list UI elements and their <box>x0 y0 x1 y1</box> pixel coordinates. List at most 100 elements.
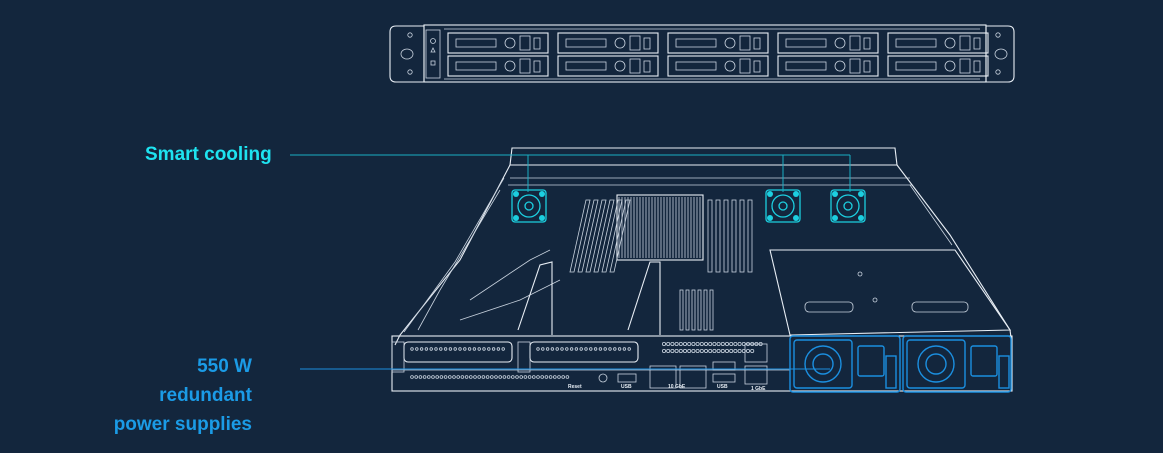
eject-icon <box>614 60 626 72</box>
vent-hole <box>569 347 574 351</box>
vent-hole <box>418 375 423 379</box>
vent-hole <box>584 347 588 351</box>
power-supply-label-line-2: redundant <box>159 385 252 406</box>
vent-hole <box>536 347 540 351</box>
vent-hole <box>489 375 494 379</box>
vent-hole <box>448 347 453 351</box>
vent-hole <box>737 348 742 353</box>
vent-hole <box>431 375 435 379</box>
dimm <box>747 199 753 273</box>
vent-hole <box>468 375 473 379</box>
drive-bay <box>777 55 879 77</box>
vent-hole <box>496 347 501 351</box>
vent-hole <box>574 347 579 351</box>
dimm <box>569 199 591 273</box>
vent-hole <box>750 348 755 353</box>
vent-hole <box>414 375 419 379</box>
vent-hole <box>687 348 692 353</box>
vent-hole <box>678 341 683 346</box>
vent-hole <box>729 341 734 346</box>
vent-hole <box>691 348 696 353</box>
rear-vents <box>410 341 763 379</box>
vent-hole <box>579 347 583 351</box>
vent-hole <box>741 348 746 353</box>
fan-icon <box>765 189 801 223</box>
vent-hole <box>720 348 725 353</box>
heatsink-fins <box>618 197 701 258</box>
vent-hole <box>716 348 721 353</box>
dimm <box>685 289 690 331</box>
eject-icon <box>834 37 846 49</box>
vent-hole <box>589 347 593 351</box>
dimm <box>577 199 599 273</box>
vent-hole <box>704 348 709 353</box>
vent-hole <box>666 348 671 353</box>
vent-hole <box>415 347 419 351</box>
vent-hole <box>720 341 725 346</box>
vent-hole <box>519 375 523 379</box>
vent-hole <box>491 347 496 351</box>
drive-bay <box>447 32 549 54</box>
vent-hole <box>695 341 700 346</box>
eject-icon <box>724 37 736 49</box>
vent-hole <box>502 375 507 379</box>
vent-hole <box>708 348 713 353</box>
vent-hole <box>560 347 564 351</box>
dimm <box>601 199 623 273</box>
vent-hole <box>545 347 550 351</box>
vent-hole <box>565 375 570 379</box>
vent-hole <box>447 375 452 379</box>
vent-hole <box>666 341 671 346</box>
eject-icon <box>504 60 516 72</box>
vent-hole <box>733 348 738 353</box>
dimm <box>691 289 696 331</box>
vent-hole <box>704 341 709 346</box>
usb-label-1: USB <box>621 384 632 390</box>
vent-hole <box>482 347 486 351</box>
memory-modules <box>569 199 753 331</box>
vent-hole <box>699 341 704 346</box>
vent-hole <box>725 341 730 346</box>
vent-hole <box>662 341 667 346</box>
vent-hole <box>434 347 438 351</box>
power-supply-label-line-3: power supplies <box>113 414 252 435</box>
vent-hole <box>683 348 688 353</box>
vent-hole <box>477 347 481 351</box>
reset-label: Reset <box>568 384 582 390</box>
drive-bay <box>667 55 769 77</box>
vent-hole <box>603 347 607 351</box>
vent-hole <box>695 348 700 353</box>
vent-hole <box>424 347 429 351</box>
vent-hole <box>443 375 448 379</box>
drive-bay <box>887 32 989 54</box>
vent-hole <box>460 375 465 379</box>
vent-hole <box>472 347 477 351</box>
psu-unit <box>902 335 1012 393</box>
vent-hole <box>443 347 448 351</box>
vent-hole <box>716 341 721 346</box>
vent-hole <box>544 375 549 379</box>
eject-icon <box>944 37 956 49</box>
dimm <box>593 199 615 273</box>
drive-bay <box>447 55 549 77</box>
power-supply-label-line-1: 550 W <box>197 356 252 377</box>
drive-bay <box>887 55 989 77</box>
eject-icon <box>724 60 736 72</box>
vent-hole <box>523 375 528 379</box>
psu-unit <box>789 335 901 393</box>
front-view-chassis <box>389 24 1015 83</box>
dimm <box>731 199 737 273</box>
vent-hole <box>725 348 730 353</box>
fan-icon <box>511 189 547 223</box>
eject-icon <box>944 60 956 72</box>
vent-hole <box>662 348 667 353</box>
dimm <box>585 199 607 273</box>
vent-hole <box>598 347 603 351</box>
drive-bays <box>447 32 989 77</box>
vent-hole <box>426 375 431 379</box>
vent-hole <box>485 375 490 379</box>
vent-hole <box>498 375 503 379</box>
drive-bay <box>777 32 879 54</box>
vent-hole <box>617 347 622 351</box>
